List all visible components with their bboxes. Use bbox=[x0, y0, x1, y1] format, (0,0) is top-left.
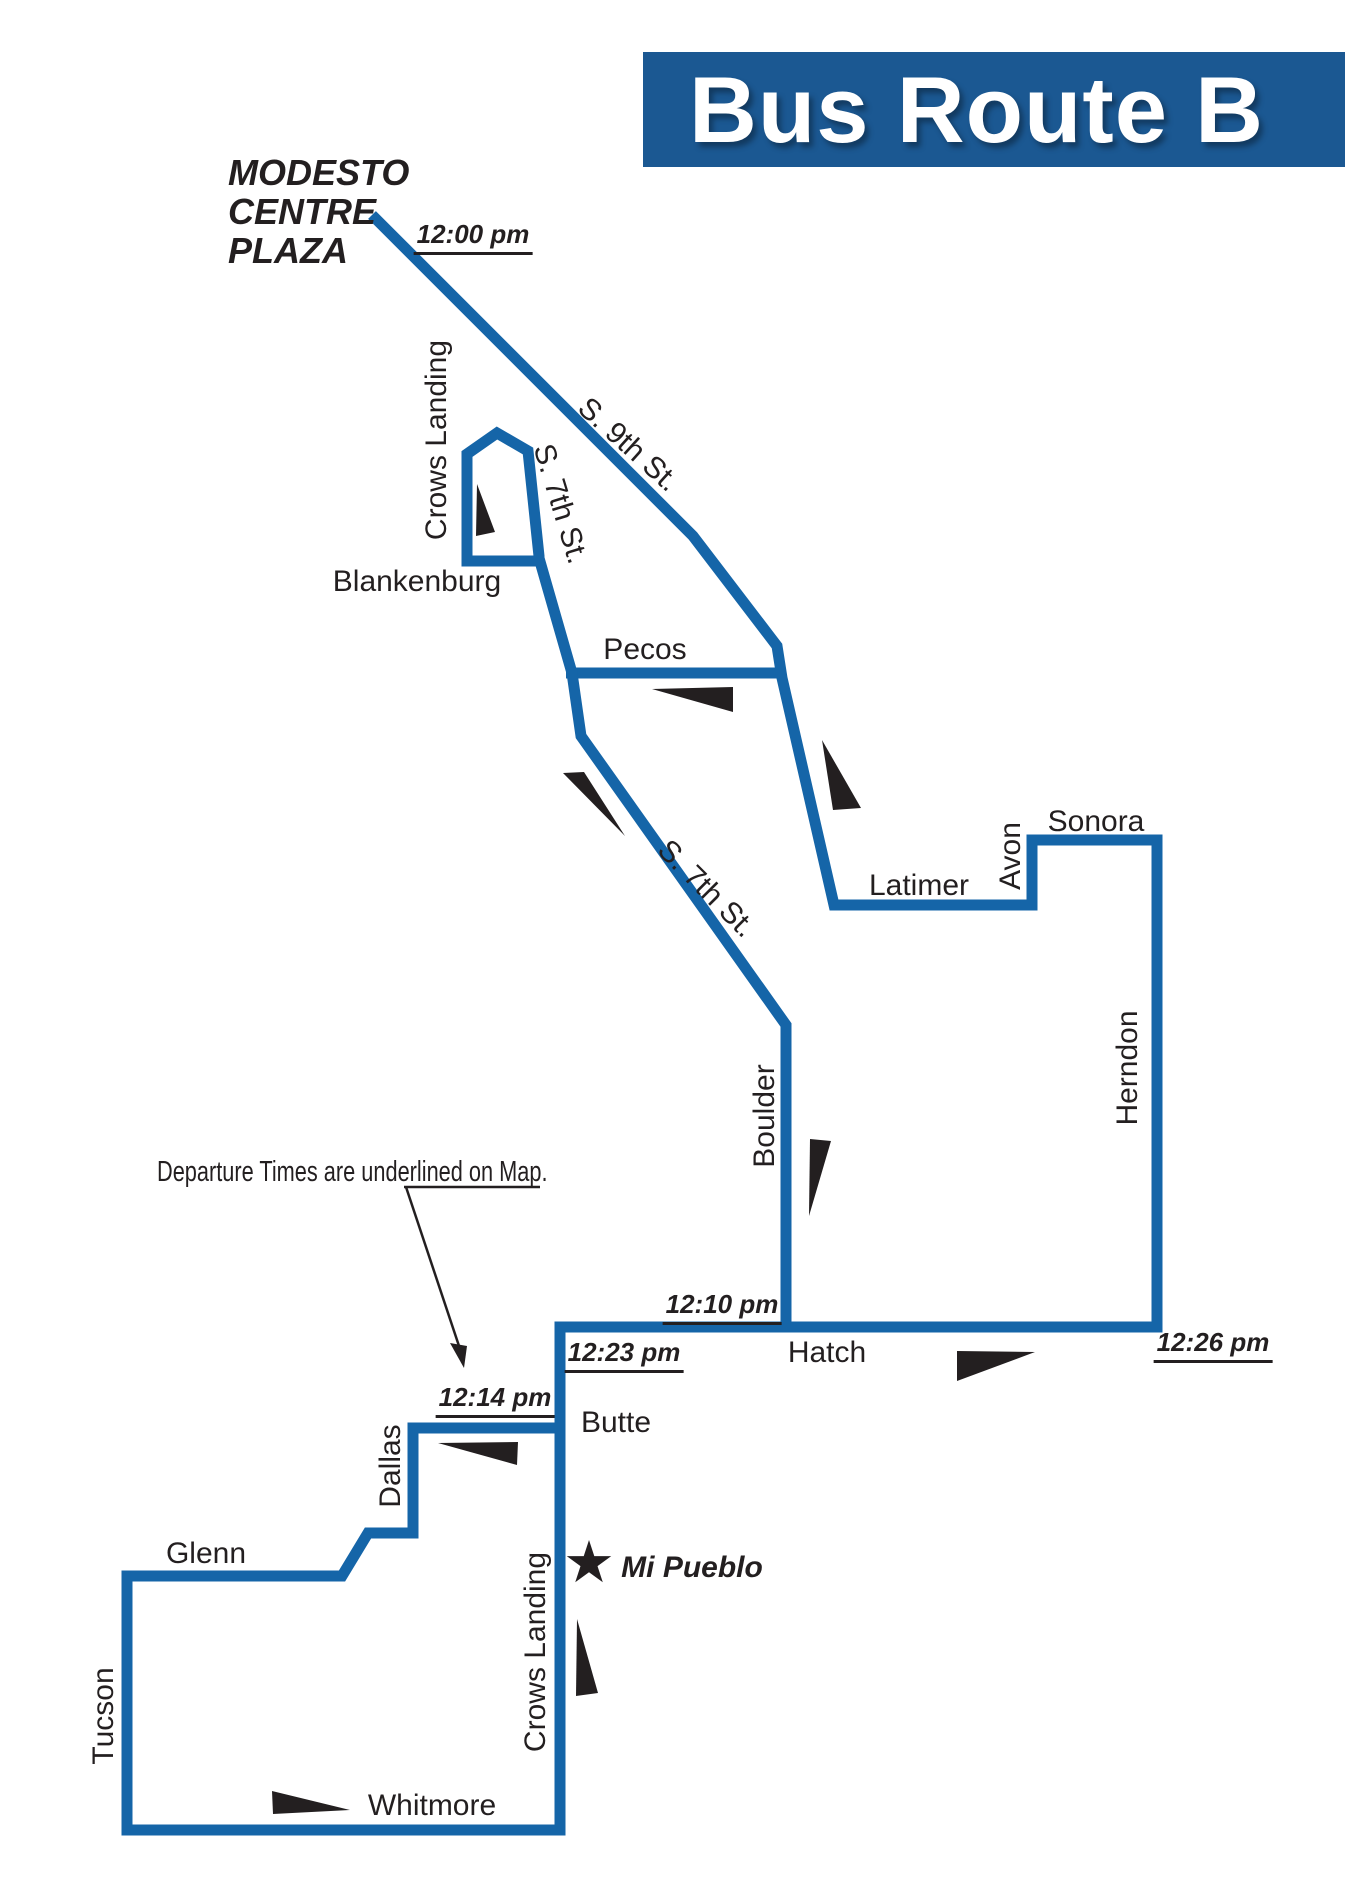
route-loop-blankenburg bbox=[461, 426, 545, 567]
direction-arrow-icon bbox=[576, 1619, 598, 1696]
time-label-1200: 12:00 pm bbox=[413, 219, 533, 255]
street-label-avon: Avon bbox=[994, 822, 1027, 890]
street-label-crows-landing-top: Crows Landing bbox=[420, 339, 453, 541]
street-label-crows-landing-bottom: Crows Landing bbox=[519, 1551, 552, 1753]
time-label-1223: 12:23 pm bbox=[564, 1337, 684, 1373]
street-label-hatch: Hatch bbox=[787, 1336, 867, 1369]
street-label-latimer: Latimer bbox=[868, 869, 970, 902]
direction-arrow-icon bbox=[563, 772, 625, 836]
street-label-blankenburg: Blankenburg bbox=[332, 565, 502, 598]
departure-times-note: Departure Times are underlined on Map. bbox=[157, 1156, 548, 1188]
title-banner: Bus Route B bbox=[643, 52, 1345, 167]
direction-arrow-icon bbox=[822, 740, 861, 810]
page-title: Bus Route B bbox=[689, 56, 1264, 162]
time-label-1210: 12:10 pm bbox=[662, 1289, 782, 1325]
direction-arrow-icon bbox=[957, 1351, 1035, 1381]
time-label-1214: 12:14 pm bbox=[435, 1382, 555, 1418]
route-line-s7th-boulder bbox=[533, 556, 792, 1330]
direction-arrow-icon bbox=[476, 484, 495, 536]
street-label-sonora: Sonora bbox=[1047, 805, 1145, 838]
time-label-1226: 12:26 pm bbox=[1153, 1327, 1273, 1363]
note-arrow-head-icon bbox=[450, 1343, 467, 1368]
mi-pueblo-star-icon: ★ bbox=[563, 1530, 615, 1595]
direction-arrow-icon bbox=[809, 1139, 831, 1216]
terminal-label-modesto-centre-plaza: MODESTO CENTRE PLAZA bbox=[228, 152, 410, 272]
street-label-tucson: Tucson bbox=[87, 1667, 120, 1765]
note-arrow-line bbox=[404, 1186, 463, 1353]
street-label-whitmore: Whitmore bbox=[367, 1789, 497, 1822]
street-label-pecos: Pecos bbox=[603, 633, 687, 666]
street-label-glenn: Glenn bbox=[165, 1537, 247, 1570]
direction-arrow-icon bbox=[652, 687, 733, 712]
street-label-butte: Butte bbox=[580, 1406, 652, 1439]
direction-arrow-icon bbox=[438, 1442, 518, 1465]
street-label-herndon: Herndon bbox=[1111, 1010, 1144, 1126]
street-label-boulder: Boulder bbox=[748, 1064, 781, 1168]
direction-arrow-icon bbox=[272, 1791, 350, 1814]
poi-label-mi-pueblo: Mi Pueblo bbox=[621, 1551, 763, 1584]
street-label-dallas: Dallas bbox=[374, 1424, 407, 1508]
